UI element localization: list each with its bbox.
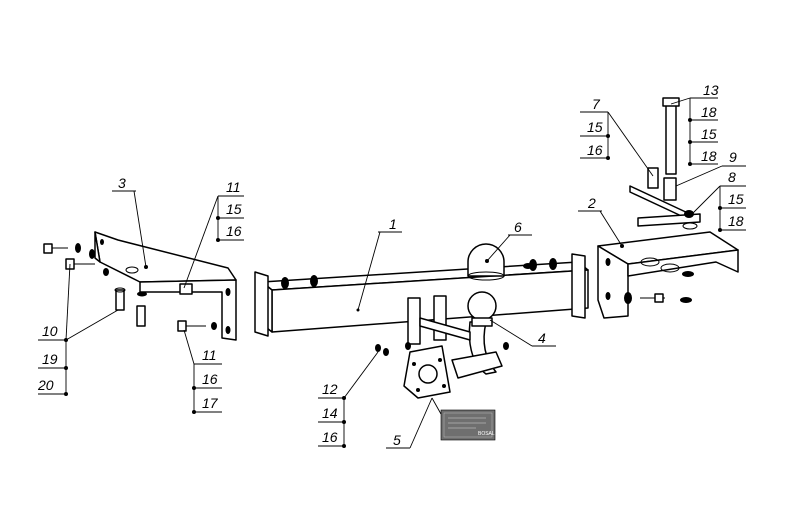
callout-8-sub2: 18	[728, 213, 744, 229]
leader-lines	[38, 97, 746, 449]
callout-4: 4	[538, 330, 546, 346]
callout-2: 2	[587, 195, 596, 211]
callout-13-sub2: 15	[701, 126, 717, 142]
callout-7-main: 7	[592, 96, 601, 112]
ball-cap-part-6	[467, 243, 505, 281]
callout-10-sub1: 19	[42, 351, 58, 367]
callout-11-bottom-main: 11	[202, 347, 217, 363]
callout-10-sub2: 20	[37, 377, 54, 393]
callout-3: 3	[118, 175, 126, 191]
callout-8-main: 8	[728, 169, 736, 185]
callout-5: 5	[393, 432, 401, 448]
callout-11-top-sub1: 15	[226, 201, 242, 217]
callout-11-bottom-sub2: 17	[202, 395, 219, 411]
callout-10-main: 10	[42, 323, 58, 339]
callout-12-sub1: 14	[322, 405, 338, 421]
callout-12-main: 12	[322, 381, 338, 397]
callout-11-bottom-sub1: 16	[202, 371, 218, 387]
tow-ball-part-4	[451, 291, 503, 379]
callout-9: 9	[729, 149, 737, 165]
crossbar-part-1	[254, 253, 589, 337]
callout-12-sub2: 16	[322, 429, 338, 445]
callout-11-top-sub2: 16	[226, 223, 242, 239]
socket-plate-part-5	[375, 295, 471, 399]
callout-11-top-main: 11	[226, 179, 241, 195]
callout-8-sub1: 15	[728, 191, 744, 207]
data-plate: BOSAL	[440, 409, 496, 441]
callout-13-sub3: 18	[701, 148, 717, 164]
callout-1: 1	[389, 216, 397, 232]
data-plate-brand: BOSAL	[478, 431, 495, 437]
right-bracket-part-2	[597, 231, 739, 319]
left-bracket-part-3	[94, 231, 237, 341]
callout-13-sub1: 18	[701, 104, 717, 120]
callout-labels: 1 2 3 4 5 6 7 15 16 13 18 15 18 9 8 15 1…	[37, 82, 744, 448]
callout-6: 6	[514, 219, 522, 235]
ball-hardware	[503, 263, 533, 350]
callout-7-sub1: 15	[587, 119, 603, 135]
clamp-parts-8-9-13	[629, 97, 701, 230]
callout-13-main: 13	[703, 82, 719, 98]
callout-7-sub2: 16	[587, 142, 603, 158]
leader-dots	[64, 118, 722, 448]
